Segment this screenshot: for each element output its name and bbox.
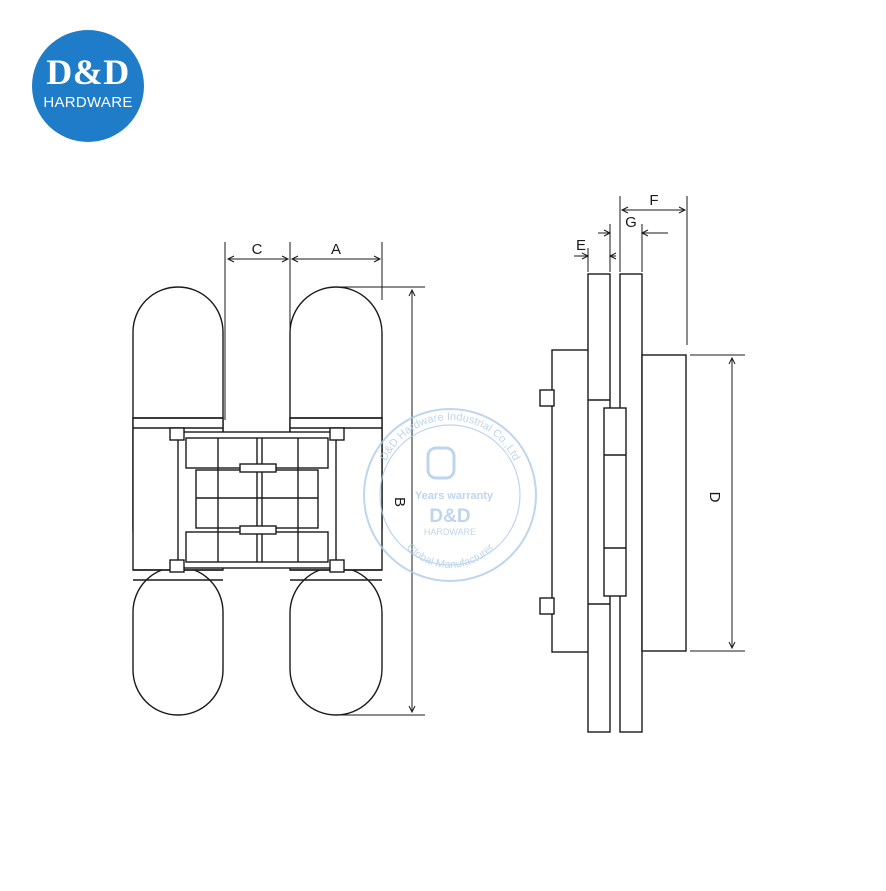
dim-label-d: D [706, 492, 723, 503]
watermark-ring-text: D&D Hardware Industrial Co.,Ltd [378, 411, 522, 463]
front-dimensions [224, 242, 425, 716]
dim-label-e: E [576, 237, 586, 254]
watermark-sub: HARDWARE [424, 527, 476, 537]
side-dimensions [574, 196, 745, 652]
side-center [603, 407, 627, 597]
watermark-warranty: Years warranty [415, 490, 494, 502]
right-leaf-bottom [289, 566, 383, 716]
dimension-labels: C A B F G E D [252, 192, 723, 507]
side-view [539, 273, 687, 733]
dim-label-b: B [391, 497, 408, 507]
brand-mark: D&D [46, 52, 130, 92]
watermark-ring-bottom: Global Manufacturer [404, 541, 497, 571]
left-leaf-bottom [132, 566, 224, 716]
brand-logo: D&D HARDWARE [32, 30, 144, 142]
brand-sub: HARDWARE [43, 94, 133, 111]
side-body-left [551, 349, 593, 653]
watermark-mark: D&D [429, 506, 470, 527]
dim-label-f: F [649, 192, 658, 209]
front-view [132, 286, 383, 716]
watermark-seal: D&D Hardware Industrial Co.,Ltd Global M… [363, 408, 537, 582]
dim-label-g: G [625, 214, 637, 231]
dim-label-c: C [252, 241, 263, 258]
dim-label-a: A [331, 241, 341, 258]
side-body-right [641, 354, 687, 652]
